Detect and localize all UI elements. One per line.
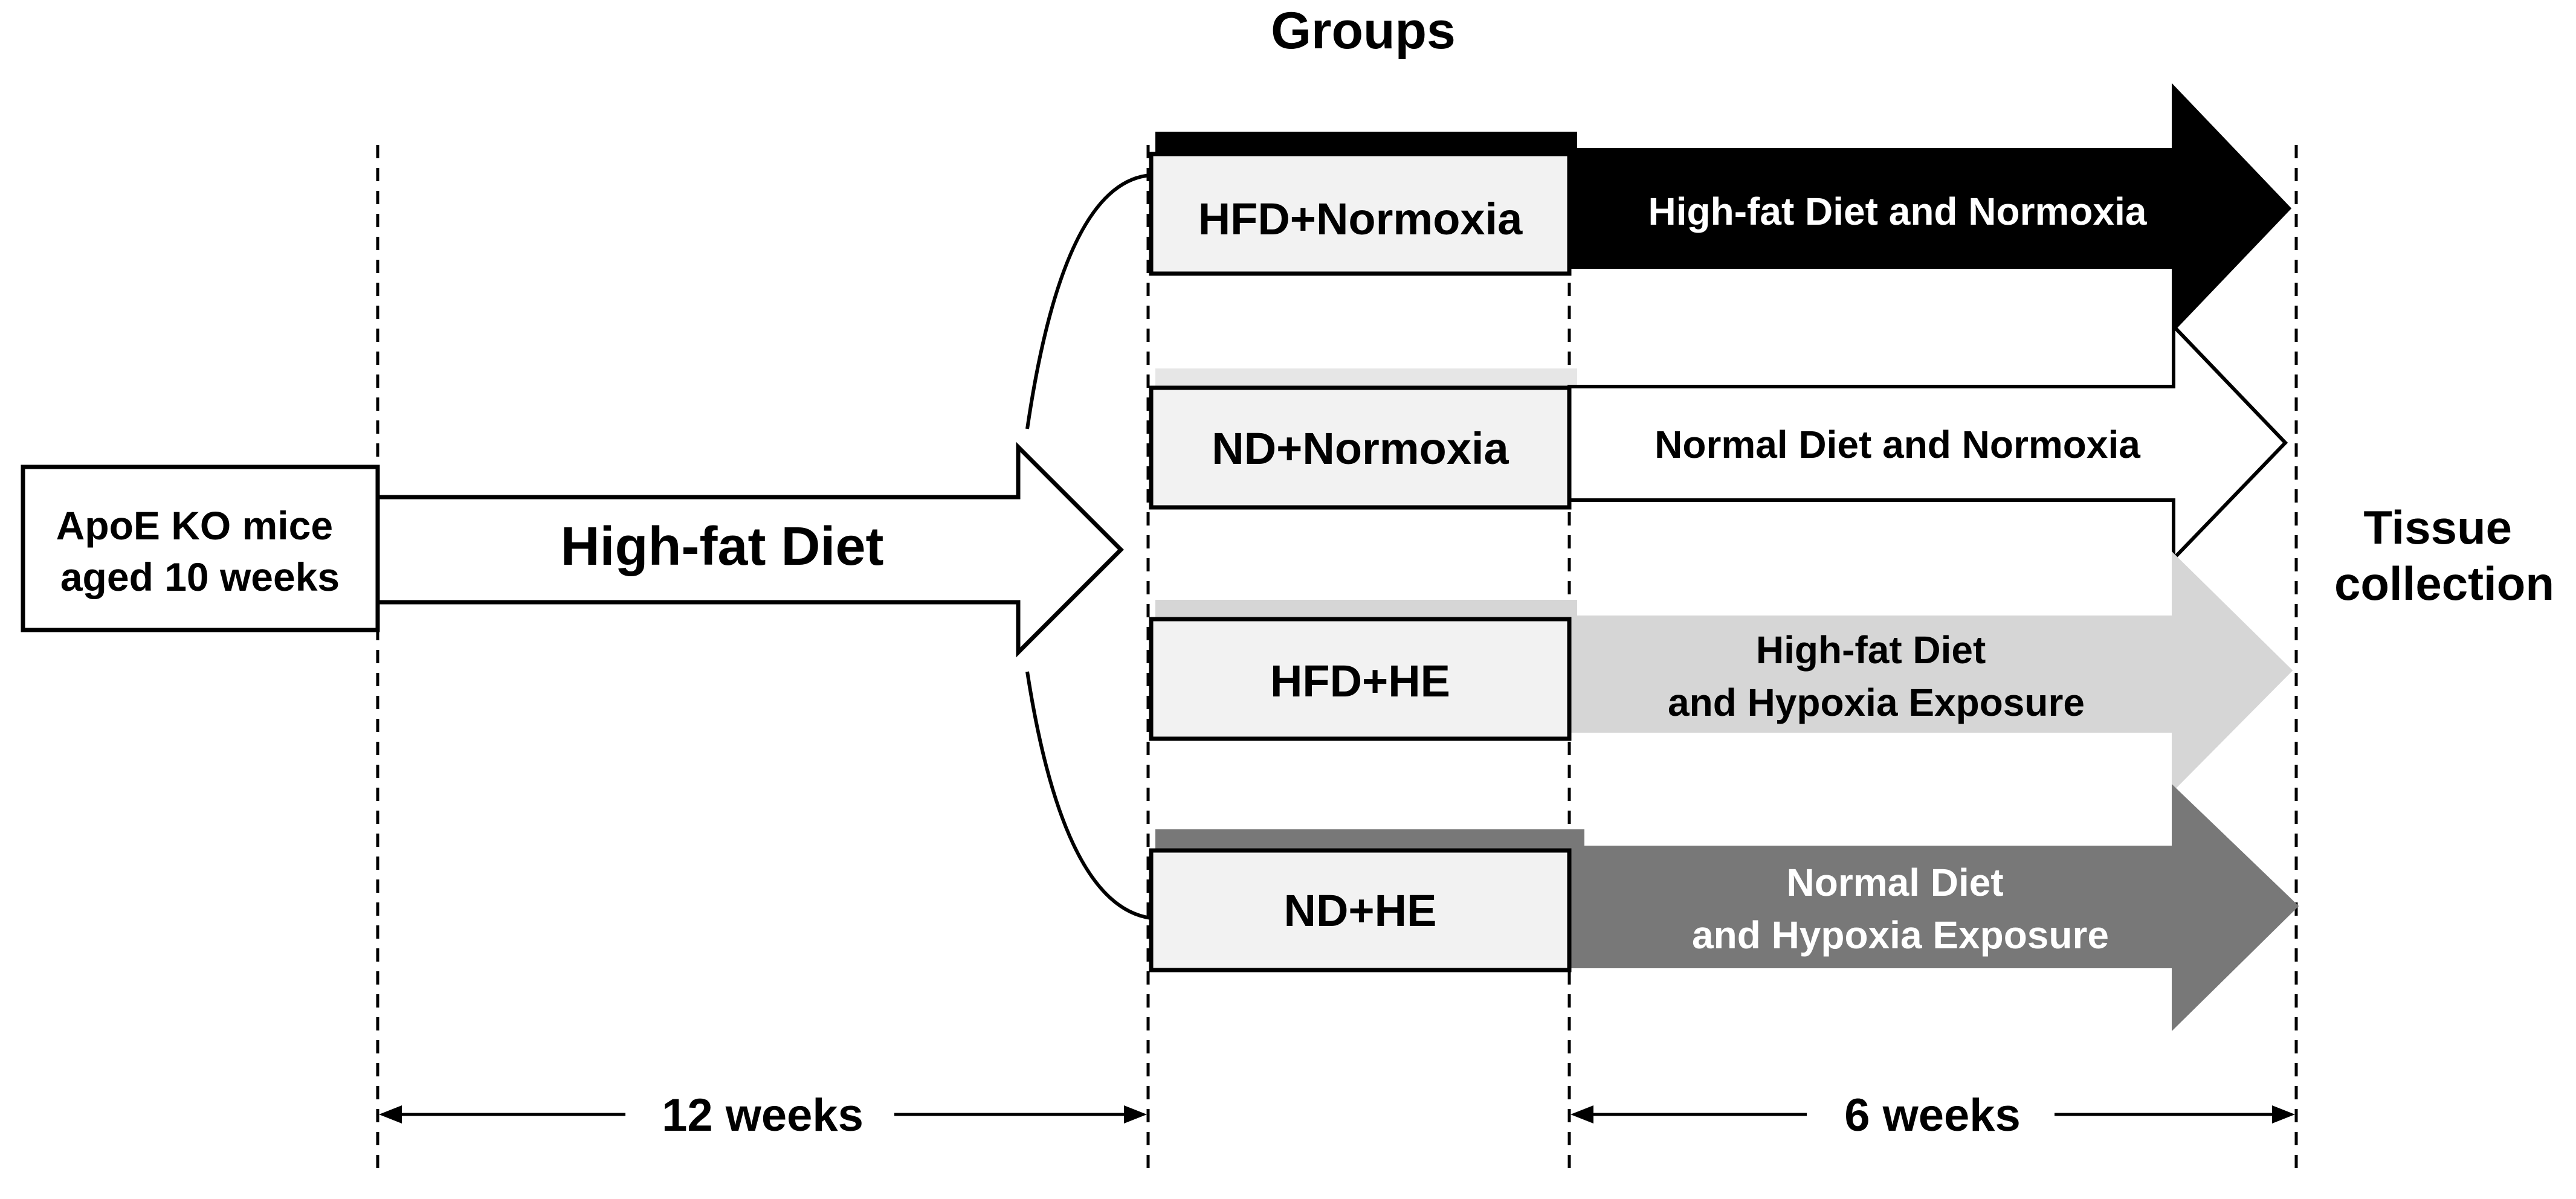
duration-label-12-weeks: 12 weeks [662, 1090, 864, 1141]
high-fat-diet-label: High-fat Diet [561, 516, 884, 577]
high-fat-diet-arrow [375, 442, 1124, 658]
duration-label-6-weeks: 6 weeks [1844, 1090, 2021, 1141]
group-box-hfd-he [1149, 617, 1572, 741]
branch-curve-top [1025, 173, 1152, 429]
start-label: ApoE KO mice aged 10 weeks [56, 503, 344, 599]
treatment-label-nd-he: Normal Diet and Hypoxia Exposure [1692, 861, 2109, 957]
group-box-nd-he [1149, 848, 1572, 972]
group-shadow-hfd-he [1155, 600, 1577, 618]
treatment-label-hfd-he: High-fat Diet and Hypoxia Exposure [1668, 628, 2085, 724]
arrowhead-6w-right [2272, 1105, 2295, 1123]
group-name-nd-he: ND+HE [1284, 886, 1437, 936]
tissue-collection-label: Tissue collection [2334, 501, 2554, 610]
arrowhead-6w-left [1570, 1105, 1593, 1123]
arrowhead-12w-right [1124, 1105, 1147, 1123]
group-shadow-nd-normoxia [1155, 368, 1577, 387]
group-name-hfd-normoxia: HFD+Normoxia [1198, 194, 1523, 244]
treatment-label-hfd-normoxia: High-fat Diet and Normoxia [1648, 190, 2147, 233]
treatment-label-nd-normoxia: Normal Diet and Normoxia [1654, 423, 2140, 466]
group-name-nd-normoxia: ND+Normoxia [1212, 423, 1509, 474]
group-box-nd-normoxia [1149, 385, 1572, 510]
group-box-hfd-normoxia [1149, 152, 1572, 276]
treatment-arrow-nd-he [1567, 783, 2299, 1032]
treatment-arrow-hfd-normoxia [1567, 83, 2292, 334]
arrowhead-12w-left [379, 1105, 402, 1123]
group-name-hfd-he: HFD+HE [1270, 656, 1450, 706]
treatment-arrow-nd-normoxia [1567, 321, 2288, 564]
start-box [21, 464, 380, 632]
treatment-arrow-hfd-he [1567, 551, 2293, 793]
branch-curve-bottom [1025, 671, 1152, 920]
diagram-title: Groups [1271, 2, 1456, 60]
